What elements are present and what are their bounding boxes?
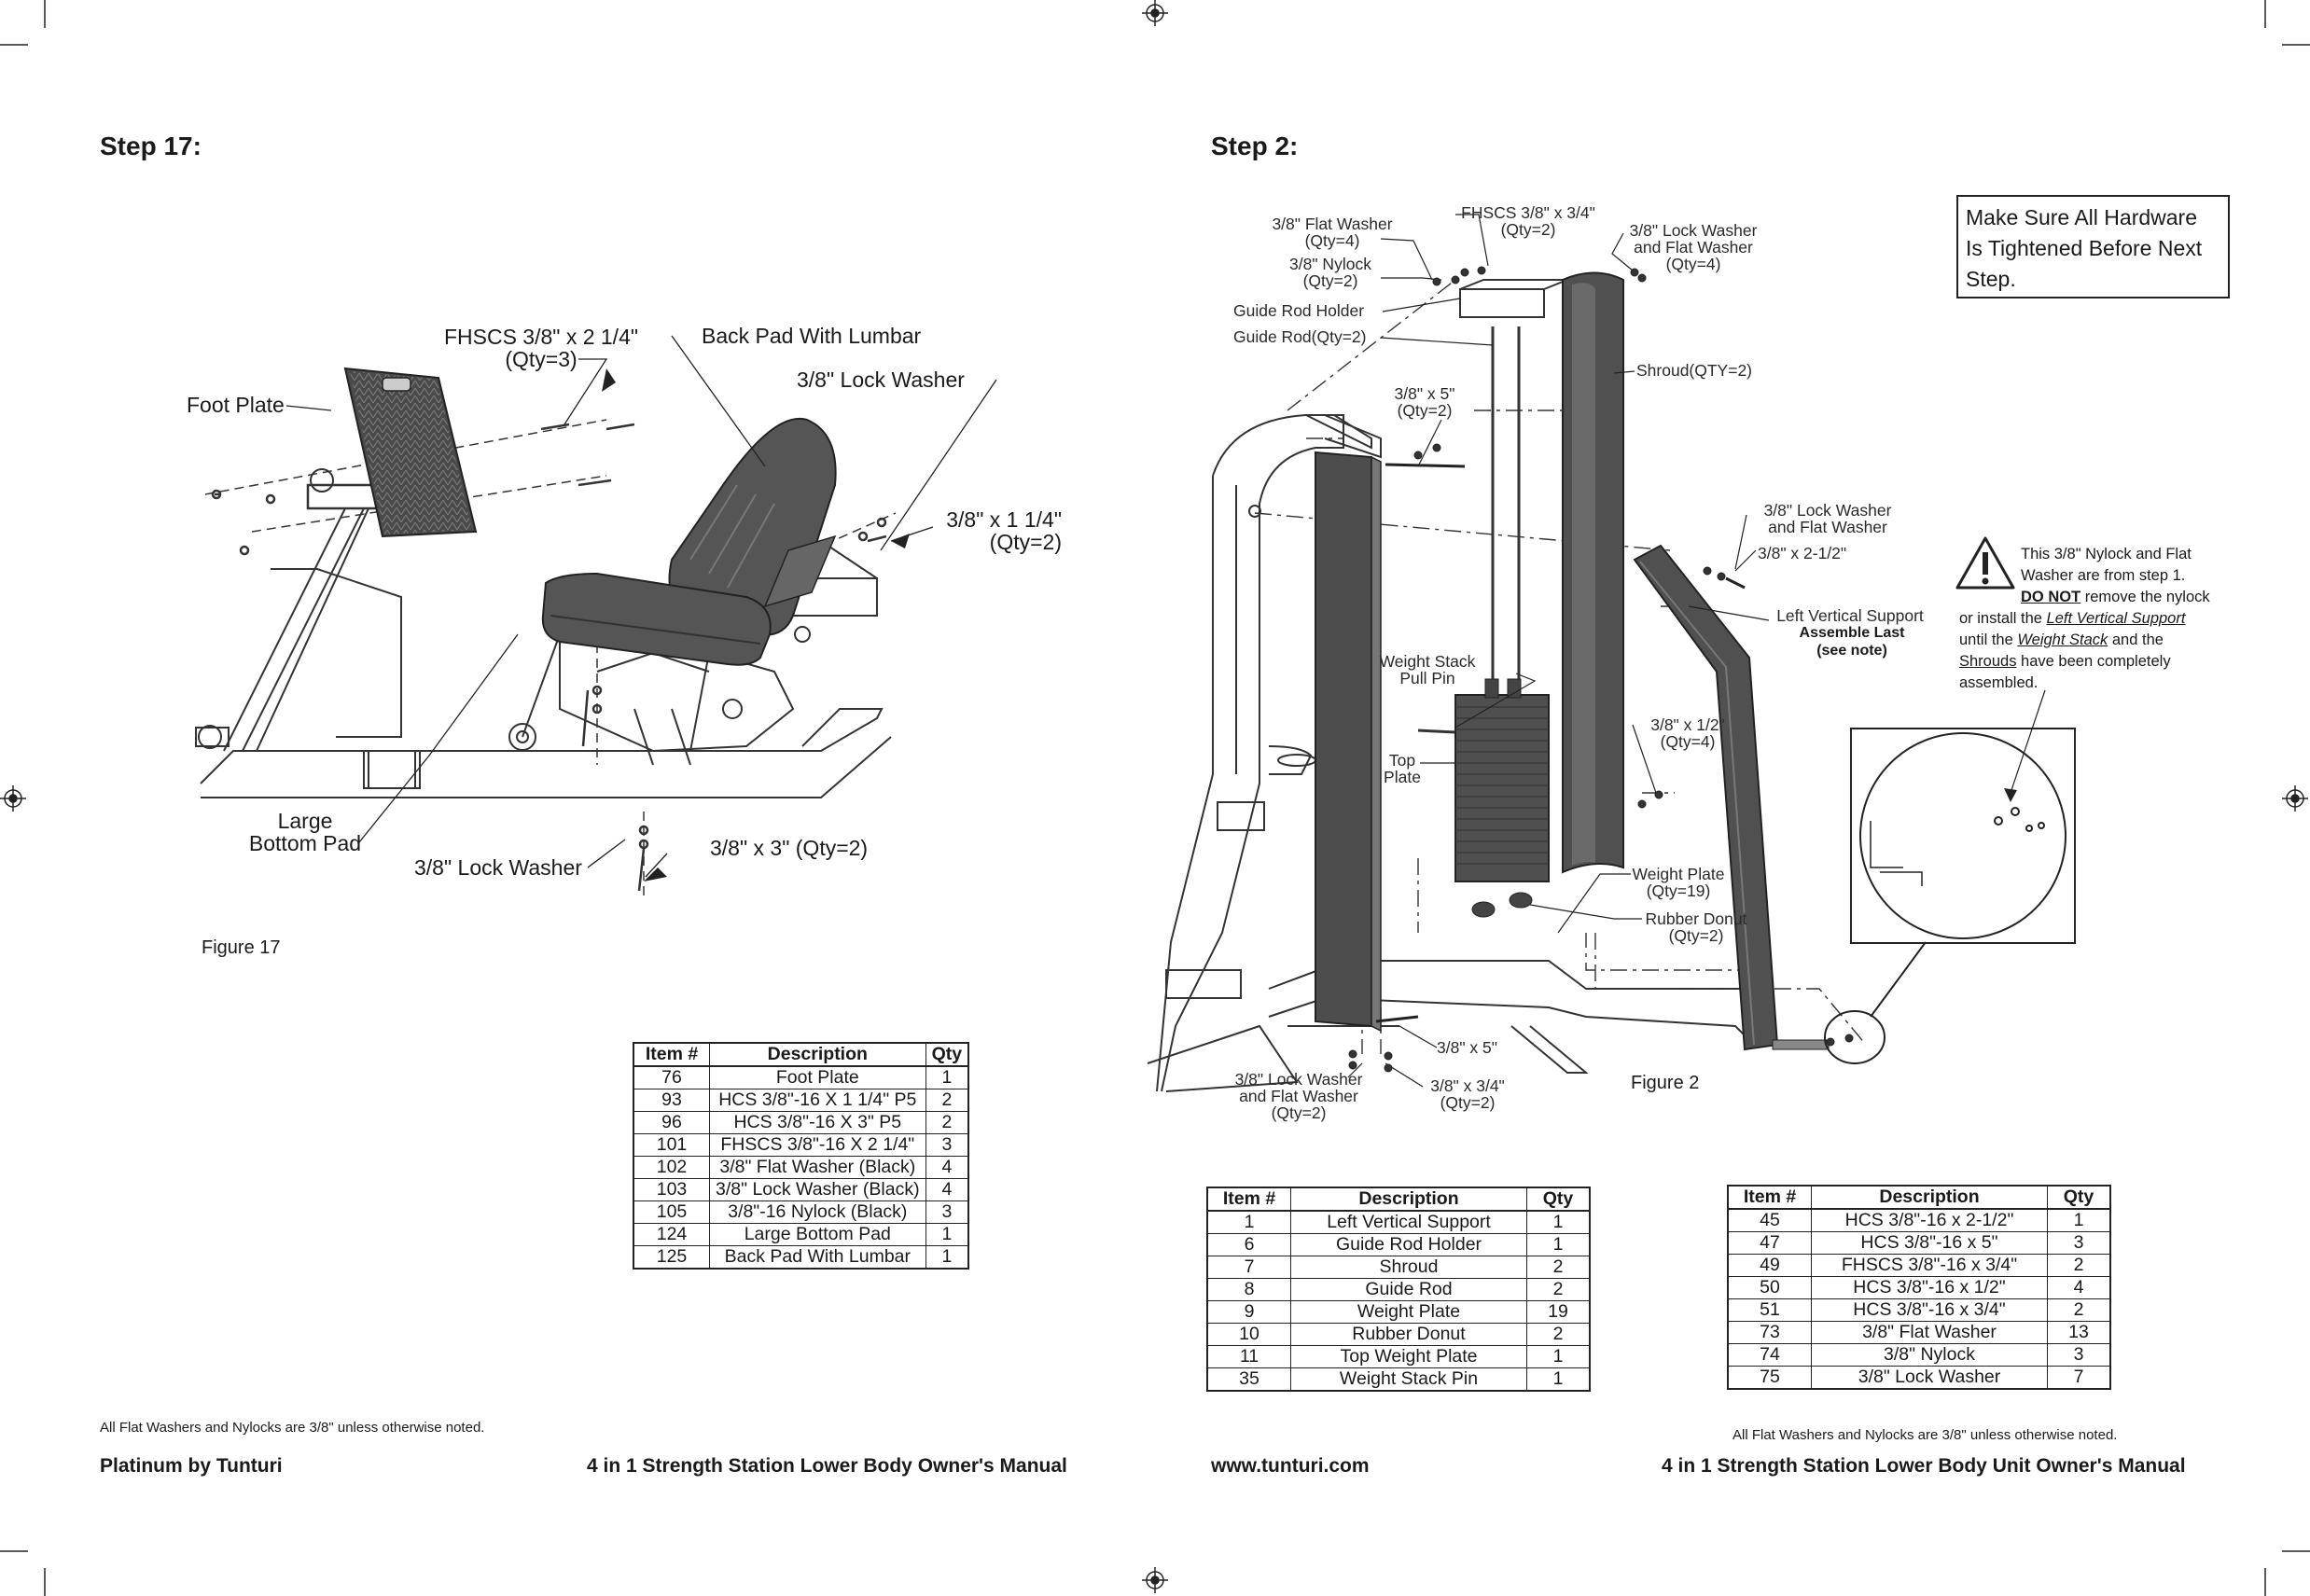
callout-fhscs-2-1-4: FHSCS 3/8" x 2 1/4" (Qty=3) [443,325,639,371]
table-header-row: Item # Description Qty [1727,1185,2111,1210]
callout-lock-flat-washer-bottom: 3/8" Lock Washer and Flat Washer (Qty=2) [1234,1070,1363,1122]
step-17-title: Step 17: [100,132,202,160]
callout-pull-pin: Weight Stack Pull Pin [1379,652,1476,687]
left-leaders [285,335,997,878]
col-qty: Qty [2047,1185,2111,1210]
callout-left-vertical-support: Left Vertical Support [1776,606,1924,625]
nylock-warning-note: This 3/8" Nylock and Flat Washer are fro… [1959,546,2210,691]
col-description: Description [1811,1185,2048,1210]
figure-17-label: Figure 17 [202,937,281,958]
weight-stack-shape [1454,678,1550,918]
callout-bolt-3: 3/8" x 3" (Qty=2) [710,836,869,860]
callout-weight-plate: Weight Plate (Qty=19) [1632,865,1725,900]
col-item: Item # [1206,1187,1291,1212]
registration-target-left [0,785,26,812]
callout-bolt-3-4: 3/8" x 3/4" (Qty=2) [1430,1076,1505,1112]
tighten-hardware-box: Make Sure All Hardware Is Tightened Befo… [1956,195,2230,298]
col-qty: Qty [925,1042,969,1067]
assemble-last-note: Assemble Last (see note) [1799,625,1905,659]
footer-right-title: 4 in 1 Strength Station Lower Body Unit … [1662,1455,2186,1477]
detail-inset [1824,728,2076,1064]
figure-2-label: Figure 2 [1631,1073,1700,1093]
warning-triangle-icon [1955,536,2015,590]
bottom-pad-shape [541,572,772,666]
callout-large-bottom-pad: Large Bottom Pad [248,809,362,855]
callout-foot-plate: Foot Plate [187,393,285,417]
table-header-row: Item # Description Qty [633,1042,969,1067]
callout-lock-flat-washer-top: 3/8" Lock Washer and Flat Washer (Qty=4) [1629,221,1758,273]
col-description: Description [709,1042,926,1067]
callout-nylock: 3/8" Nylock (Qty=2) [1289,255,1371,290]
table-header-row: Item # Description Qty [1206,1187,1591,1212]
right-washer-note: All Flat Washers and Nylocks are 3/8" un… [1732,1427,2118,1443]
callout-lock-flat-washer-mid: 3/8" Lock Washer and Flat Washer [1763,501,1892,536]
foot-plate-shape [343,367,478,538]
col-item: Item # [633,1042,710,1067]
right-leaders [1347,214,2046,1088]
footer-url[interactable]: www.tunturi.com [1211,1455,1370,1477]
footer-brand: Platinum by Tunturi [100,1455,283,1477]
callout-lock-washer-top: 3/8" Lock Washer [797,368,965,392]
callout-top-plate: Top Plate [1384,751,1421,786]
right-hardware [1348,266,1854,1073]
callout-flat-washer: 3/8" Flat Washer (Qty=4) [1272,215,1393,250]
footer-left-title: 4 in 1 Strength Station Lower Body Owner… [587,1455,1067,1477]
callout-bolt-1-1-4: 3/8" x 1 1/4" (Qty=2) [946,507,1062,554]
col-description: Description [1290,1187,1527,1212]
arrow-heads [602,368,910,881]
step-2-title: Step 2: [1211,132,1299,160]
callout-bolt-5-top: 3/8" x 5" (Qty=2) [1394,384,1455,420]
callout-rubber-donut: Rubber Donut (Qty=2) [1645,909,1747,945]
callout-guide-rod-holder: Guide Rod Holder [1233,301,1365,320]
callout-bolt-2-1-2: 3/8" x 2-1/2" [1758,544,1847,562]
callout-bolt-1-2: 3/8" x 1/2" (Qty=4) [1650,715,1725,751]
callout-shroud: Shroud(QTY=2) [1636,361,1753,380]
col-item: Item # [1727,1185,1812,1210]
col-qty: Qty [1526,1187,1591,1212]
callout-bolt-5-bottom: 3/8" x 5" [1437,1038,1497,1057]
front-upright-shape [1315,451,1382,1033]
registration-target-bottom [1142,1567,1168,1593]
callout-back-pad: Back Pad With Lumbar [702,324,922,348]
callout-lock-washer-bottom: 3/8" Lock Washer [414,855,582,880]
registration-target-right [2282,785,2308,812]
left-vertical-support-shape [1633,544,1830,1051]
registration-target-top [1142,0,1168,26]
left-washer-note: All Flat Washers and Nylocks are 3/8" un… [100,1420,485,1436]
callout-guide-rod: Guide Rod(Qty=2) [1233,327,1367,346]
shroud-shape [1562,271,1624,874]
callout-fhscs-3-4: FHSCS 3/8" x 3/4" (Qty=2) [1461,203,1595,239]
